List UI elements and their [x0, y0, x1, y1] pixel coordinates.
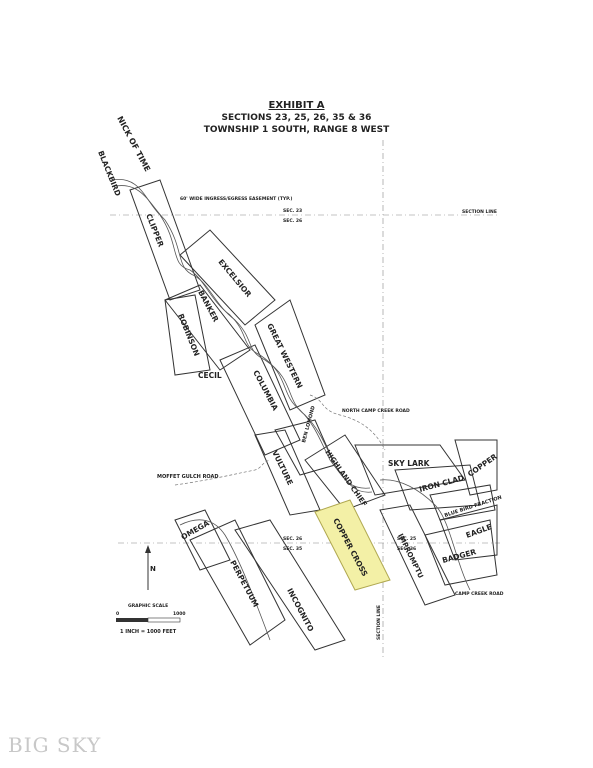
north-label: N: [150, 565, 156, 573]
easement-note: 60' WIDE INGRESS/EGRESS EASEMENT (TYP.): [180, 196, 292, 202]
claim-label-iron-clad: IRON CLAD: [418, 473, 465, 494]
claim-highland-chief-boundary: [304, 434, 386, 511]
claim-impromptu-boundary: [379, 504, 456, 606]
sections-subtitle: SECTIONS 23, 25, 26, 35 & 36: [221, 113, 372, 123]
north-camp-creek-road-label: NORTH CAMP CREEK ROAD: [342, 408, 410, 414]
moffet-gulch-road-label: MOFFET GULCH ROAD: [157, 474, 219, 480]
claim-great-western-boundary: [254, 299, 326, 411]
claim-perpetuum-boundary: [189, 519, 286, 646]
claim-banker-boundary: [164, 284, 251, 371]
claim-label-excelsior: EXCELSIOR: [216, 258, 253, 299]
claim-badger-boundary: [424, 519, 498, 586]
graphic-scale: GRAPHIC SCALE 0 1000 1 INCH = 1000 FEET: [116, 603, 186, 635]
camp-creek-road-label: CAMP CREEK ROAD: [455, 591, 504, 597]
claim-label-cecil: CECIL: [198, 371, 222, 380]
north-arrow-icon: N: [145, 545, 156, 590]
township-subtitle: TOWNSHIP 1 SOUTH, RANGE 8 WEST: [203, 125, 390, 135]
sec-35-label: SEC. 35: [283, 546, 302, 552]
section-line-label-right: SECTION LINE: [462, 209, 497, 215]
claim-label-vulture: VULTURE: [270, 449, 295, 487]
exhibit-title: EXHIBIT A: [268, 100, 325, 111]
graphic-scale-title: GRAPHIC SCALE: [128, 603, 168, 609]
claim-sky-lark-boundary: [354, 444, 466, 496]
claim-label-robinson: ROBINSON: [176, 312, 201, 357]
claim-copper-cross-boundary: [314, 499, 391, 591]
claim-label-ben-lomond: BEN LOMOND: [301, 405, 317, 443]
claim-excelsior-boundary: [179, 229, 276, 326]
claim-copper-boundary: [454, 439, 498, 496]
sec-25-label: SEC. 25: [397, 536, 416, 542]
claim-columbia-boundary: [219, 344, 301, 456]
claim-label-omega: OMEGA: [180, 518, 211, 541]
claim-label-incognito: INCOGNITO: [285, 587, 315, 633]
camp-creek-road: [379, 479, 471, 591]
easement-road-parallel: [115, 185, 373, 493]
scale-text: 1 INCH = 1000 FEET: [120, 629, 177, 635]
north-camp-creek-road: [309, 394, 386, 451]
claim-eagle-boundary: [439, 504, 498, 561]
sec-26-label-lower: SEC. 26: [283, 536, 302, 542]
scale-zero-label: 0: [116, 611, 119, 617]
claim-blue-bird-fraction-boundary: [429, 484, 496, 521]
scale-1000-label: 1000: [173, 611, 186, 617]
claim-label-sky-lark: SKY LARK: [388, 459, 431, 468]
claim-label-nick-of-time: NICK OF TIME: [115, 115, 152, 173]
easement-road: [111, 178, 371, 489]
claim-label-copper: COPPER: [466, 452, 499, 479]
section-line-label-vertical: SECTION LINE: [376, 605, 382, 640]
claim-iron-clad-boundary: [394, 464, 481, 511]
claim-omega-boundary: [174, 509, 231, 571]
claim-label-blackbird: BLACKBIRD: [96, 149, 122, 197]
moffet-gulch-road: [174, 459, 271, 486]
sec-36-label: SEC. 36: [397, 546, 416, 552]
claim-robinson-boundary: [164, 294, 211, 376]
claim-incognito-boundary: [234, 519, 346, 651]
claim-label-highland-chief: HIGHLAND CHIEF: [323, 449, 368, 509]
big-sky-logo: BIG SKY: [8, 733, 102, 757]
south-access-road: [179, 519, 271, 641]
sec-26-label: SEC. 26: [283, 218, 302, 224]
claim-label-perpetuum: PERPETUUM: [228, 559, 260, 609]
sec-23-label: SEC. 23: [283, 208, 302, 214]
claim-clipper-boundary: [129, 179, 201, 301]
